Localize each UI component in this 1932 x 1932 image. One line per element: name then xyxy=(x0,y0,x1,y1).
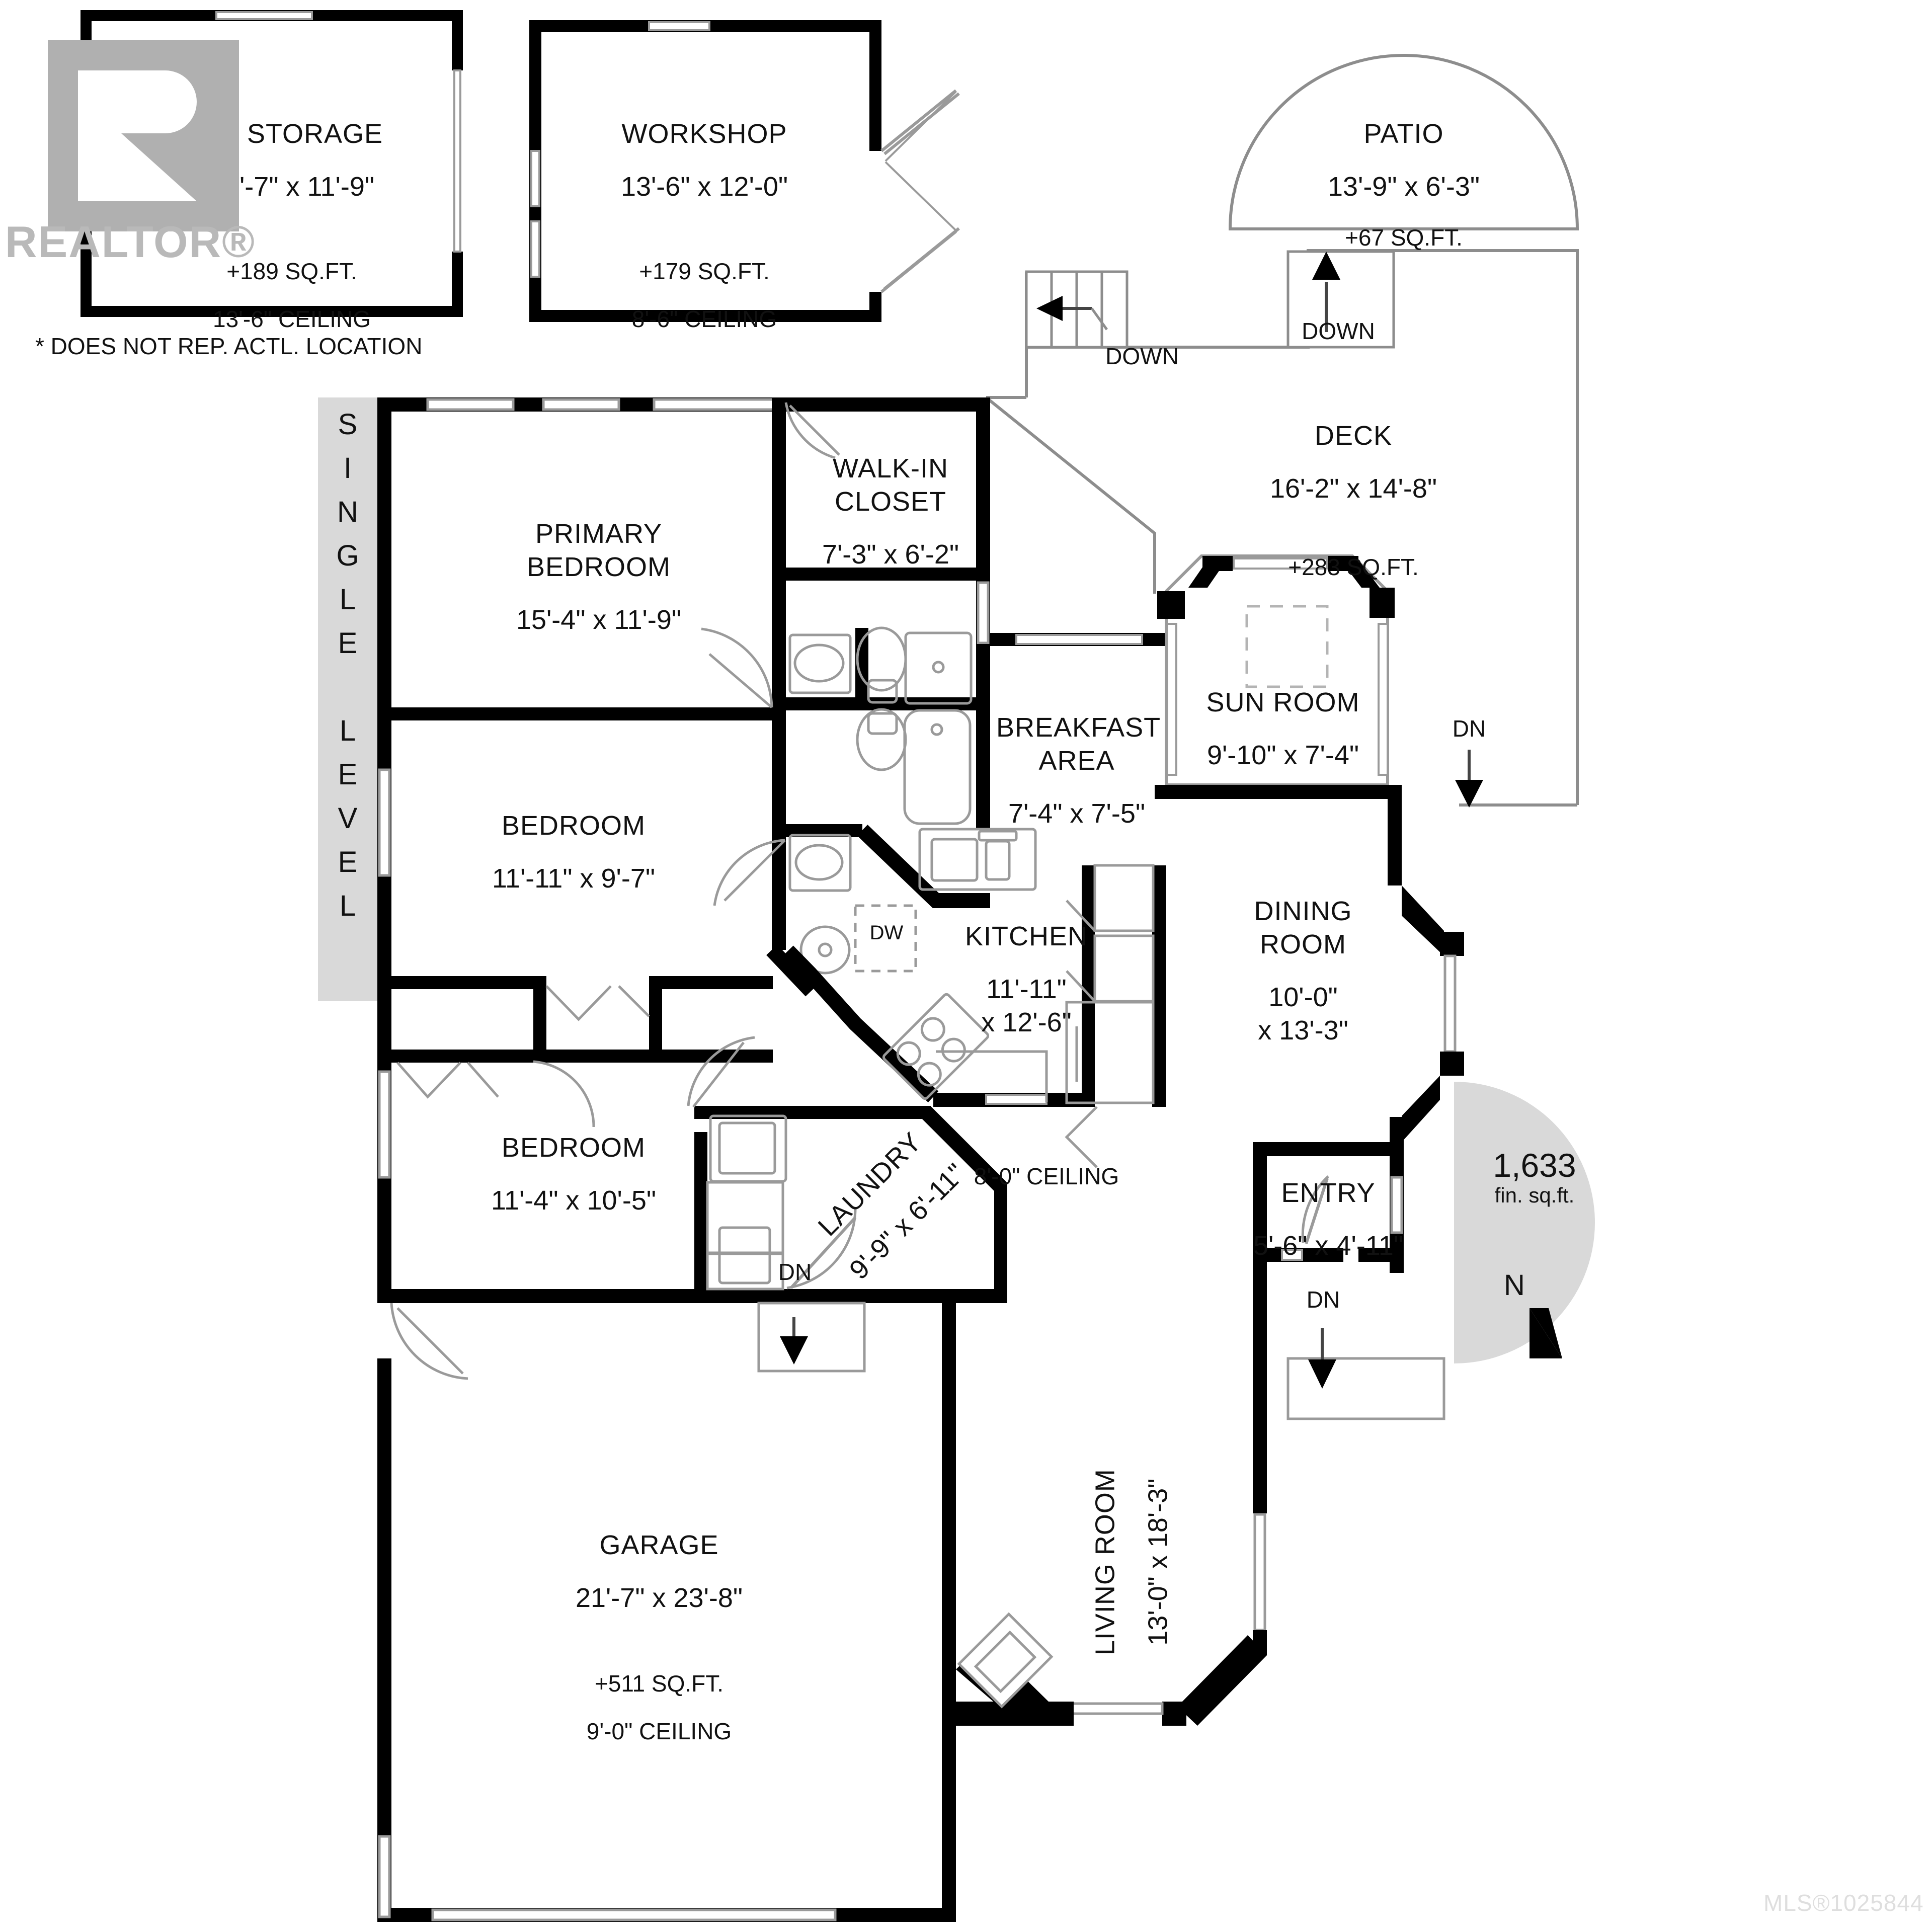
room-dimensions: 7'-3" x 6'-2" xyxy=(822,539,959,570)
bathroom-fixtures xyxy=(788,626,973,975)
room-name: KITCHEN xyxy=(964,921,1088,952)
level-band xyxy=(318,397,377,1001)
room-dimensions: 21'-7" x 23'-8" xyxy=(575,1582,743,1613)
north-arrow-b xyxy=(1530,1308,1562,1358)
room-ceiling: 9'-0" CEILING xyxy=(586,1718,732,1745)
north-label: N xyxy=(1504,1269,1525,1302)
room-label-entry: ENTRY 5'-6" x 4'-11" xyxy=(1243,1157,1414,1272)
room-name: BEDROOM xyxy=(501,1133,646,1163)
room-label-living-room: LIVING ROOM 13'-0" x 18'-3" xyxy=(1069,1406,1184,1718)
room-dimensions: 5'-6" x 4'-11" xyxy=(1253,1230,1404,1261)
realtor-watermark-logo xyxy=(48,40,239,231)
room-ceiling: 8'-6" CEILING xyxy=(631,306,777,333)
finished-area-badge: 1,633 fin. sq.ft. xyxy=(1459,1147,1610,1207)
down-label-left: DOWN xyxy=(1105,343,1179,369)
sun-room-walls xyxy=(1155,554,1401,799)
dishwasher-label: DW xyxy=(869,922,904,944)
finished-area-value: 1,633 xyxy=(1493,1147,1576,1184)
dn-label-entry: DN xyxy=(1306,1286,1340,1313)
room-dimensions: 7'-4" x 7'-5" xyxy=(1008,798,1146,829)
door-arcs-bedroom-wing xyxy=(390,402,840,1380)
workshop-walls xyxy=(529,20,960,322)
room-dimensions: 13'-6" x 12'-0" xyxy=(620,171,788,202)
dn-sunroom-arrow xyxy=(1455,750,1483,808)
garage-walls xyxy=(431,1908,837,1921)
dn-label-laundry: DN xyxy=(778,1259,812,1285)
ceiling-note-main: 8'-0" CEILING xyxy=(974,1163,1119,1189)
finished-area-unit: fin. sq.ft. xyxy=(1494,1183,1575,1207)
realtor-watermark-text: REALTOR® xyxy=(5,217,256,267)
room-label-bedroom-2: BEDROOM 11'-11" x 9'-7" xyxy=(418,790,730,905)
room-name: ENTRY xyxy=(1281,1178,1376,1209)
room-dimensions: 15'-4" x 11'-9" xyxy=(516,604,682,635)
stairs-right xyxy=(1286,250,1395,349)
room-label-patio: PATIO 13'-9" x 6'-3" +67 SQ.FT. xyxy=(1253,98,1555,261)
down-label-right: DOWN xyxy=(1302,318,1375,344)
room-dimensions: 13'-0" x 18'-3" xyxy=(1143,1478,1173,1646)
room-dimensions: 11'-11" x 9'-7" xyxy=(492,863,656,894)
room-name: BEDROOM xyxy=(501,811,646,841)
room-label-rv-storage: RV STORAGE 14'-7" x 11'-9" +189 SQ.FT. 1… xyxy=(131,98,453,343)
laundry-fixtures xyxy=(706,1114,787,1291)
room-ceiling: 13'-6" CEILING xyxy=(212,306,371,333)
room-label-sun-room: SUN ROOM 9'-10" x 7'-4" xyxy=(1177,667,1389,782)
room-area: +179 SQ.FT. xyxy=(639,258,770,284)
room-label-kitchen: KITCHEN 11'-11"x 12'-6" xyxy=(926,901,1127,1049)
bedroom-wing-interior xyxy=(377,397,1007,1303)
room-dimensions: 13'-9" x 6'-3" xyxy=(1327,171,1480,202)
room-dimensions: 11'-11"x 12'-6" xyxy=(981,974,1072,1037)
kitchen-area-walls xyxy=(782,633,1166,1107)
room-dimensions: 10'-0"x 13'-3" xyxy=(1258,982,1348,1045)
room-label-workshop: WORKSHOP 13'-6" x 12'-0" +179 SQ.FT. 8'-… xyxy=(518,98,891,343)
room-label-bedroom-3: BEDROOM 11'-4" x 10'-5" xyxy=(418,1112,730,1227)
room-name: SUN ROOM xyxy=(1206,687,1360,718)
room-name: LIVING ROOM xyxy=(1090,1469,1120,1656)
room-area: +511 SQ.FT. xyxy=(594,1670,724,1697)
room-label-garage: GARAGE 21'-7" x 23'-8" +511 SQ.FT. 9'-0"… xyxy=(483,1509,835,1755)
room-area: +67 SQ.FT. xyxy=(1345,224,1463,251)
room-dimensions: 16'-2" x 14'-8" xyxy=(1269,473,1437,504)
dn-laundry-arrow xyxy=(757,1207,866,1373)
area-badge-shape xyxy=(1454,1082,1595,1363)
living-room-walls xyxy=(956,1262,1267,1726)
room-area: +283 SQ.FT. xyxy=(1288,553,1419,580)
room-dimensions: 9'-10" x 7'-4" xyxy=(1206,740,1359,770)
dn-entry-arrow xyxy=(1286,1328,1445,1420)
patio-outline xyxy=(1228,54,1579,230)
footnote-actual-location: * DOES NOT REP. ACTL. LOCATION xyxy=(35,333,423,359)
room-label-deck: DECK 16'-2" x 14'-8" +283 SQ.FT. xyxy=(1177,400,1530,591)
room-name: DECK xyxy=(1314,421,1393,451)
room-name: WORKSHOP xyxy=(621,119,787,149)
mls-number: MLS®1025844 xyxy=(1763,1890,1924,1916)
stairs-left xyxy=(1025,270,1129,349)
kitchen-fixtures xyxy=(854,828,1155,1168)
room-name: GARAGE xyxy=(599,1530,719,1561)
room-dimensions: 11'-4" x 10'-5" xyxy=(491,1185,657,1216)
dining-entry-walls xyxy=(1253,785,1464,1273)
room-name: PATIO xyxy=(1363,119,1444,149)
room-area: +189 SQ.FT. xyxy=(226,258,357,284)
dn-label-sunroom: DN xyxy=(1452,715,1486,742)
